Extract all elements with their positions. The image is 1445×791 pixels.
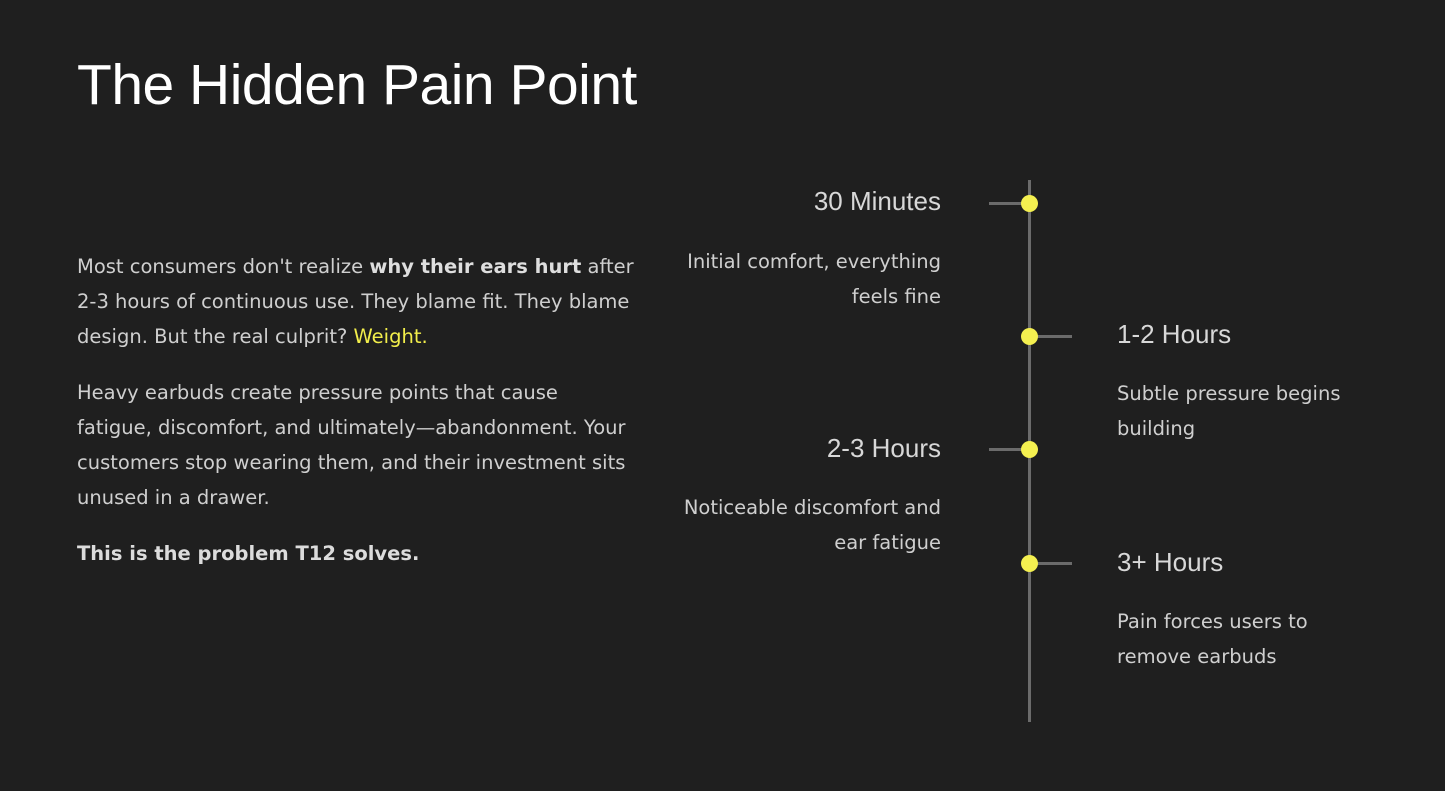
- milestone-label-2-3-hours: 2-3 Hours: [826, 433, 941, 463]
- intro-text-start: Most consumers don't realize: [77, 255, 370, 278]
- timeline-dot: [1021, 328, 1038, 345]
- timeline-tick: [989, 202, 1031, 205]
- timeline-dot: [1021, 195, 1038, 212]
- intro-paragraph: Most consumers don't realize why their e…: [77, 249, 637, 354]
- pressure-paragraph: Heavy earbuds create pressure points tha…: [77, 381, 626, 509]
- intro-text-end: after 2-3 hours of continuous use. They …: [77, 255, 634, 348]
- body-copy: Most consumers don't realize why their e…: [77, 249, 637, 592]
- milestone-desc-30-minutes: Initial comfort, everything feels fine: [687, 250, 941, 308]
- timeline-tick: [1030, 335, 1072, 338]
- milestone-desc-3-plus-hours: Pain forces users to remove earbuds: [1117, 610, 1308, 668]
- intro-emphasis: why their ears hurt: [369, 255, 582, 278]
- timeline-dot: [1021, 441, 1038, 458]
- milestone-desc-2-3-hours: Noticeable discomfort and ear fatigue: [683, 496, 941, 554]
- milestone-label-3-plus-hours: 3+ Hours: [1117, 547, 1224, 577]
- timeline-tick: [1030, 562, 1072, 565]
- milestone-label-30-minutes: 30 Minutes: [813, 186, 941, 216]
- timeline-dot: [1021, 555, 1038, 572]
- closing-statement: This is the problem T12 solves.: [77, 542, 420, 565]
- slide-title: The Hidden Pain Point: [77, 53, 637, 117]
- timeline-tick: [989, 448, 1031, 451]
- milestone-label-1-2-hours: 1-2 Hours: [1117, 319, 1232, 349]
- milestone-desc-1-2-hours: Subtle pressure begins building: [1117, 382, 1341, 440]
- weight-highlight: Weight.: [353, 325, 428, 348]
